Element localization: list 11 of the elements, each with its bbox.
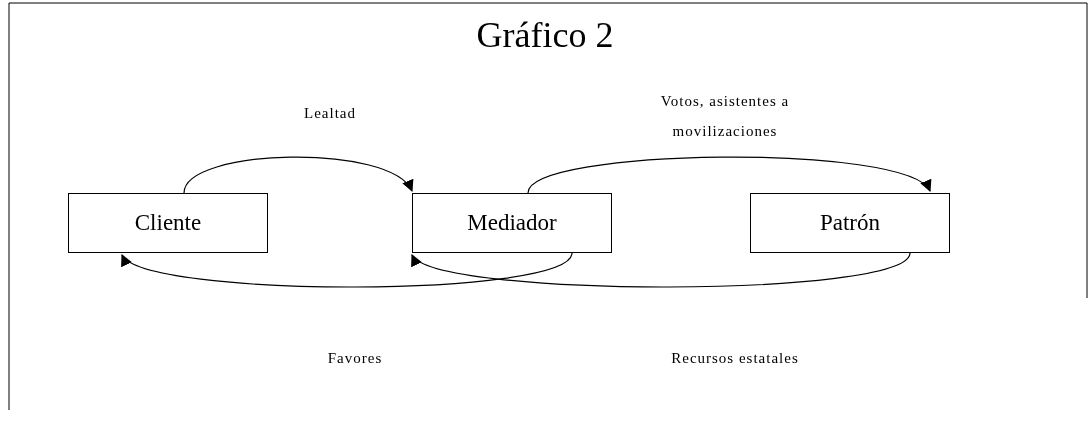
node-box xyxy=(68,193,268,253)
node-box xyxy=(412,193,612,253)
node-label: Mediador xyxy=(467,210,557,236)
node-label: Cliente xyxy=(134,210,202,236)
curved-arrow xyxy=(183,156,413,194)
node-box xyxy=(750,193,950,253)
node-label: Patrón xyxy=(819,210,881,236)
curved-arrow xyxy=(527,156,931,194)
curved-arrow xyxy=(121,252,573,288)
diagram-title: Gráfico 2 xyxy=(476,14,614,56)
curved-arrow xyxy=(411,252,911,288)
